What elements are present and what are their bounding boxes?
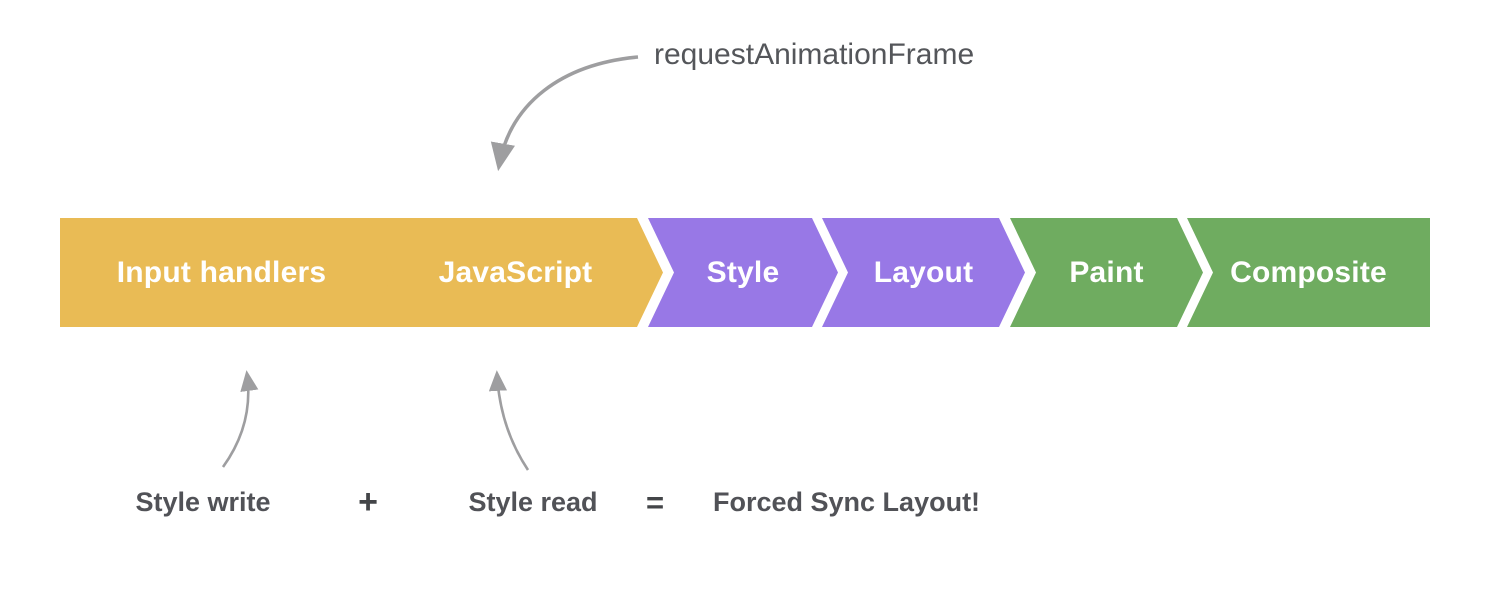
style-write-label: Style write (135, 487, 271, 517)
raf-curved-arrow-icon (490, 55, 639, 172)
segment-javascript: JavaScript (368, 218, 663, 327)
segment-label: Composite (1230, 255, 1387, 289)
style-write-arrow-icon (221, 370, 259, 468)
plus-sign: + (358, 483, 378, 521)
segment-label: JavaScript (438, 255, 593, 289)
segment-input-handlers: Input handlers (60, 218, 397, 327)
equals-sign: = (645, 485, 665, 520)
style-read-arrow-icon (488, 370, 530, 471)
segment-layout: Layout (822, 218, 1025, 327)
pipeline-bar: Input handlers JavaScript Style Layout P… (0, 218, 1496, 327)
segment-label: Paint (1069, 255, 1144, 289)
forced-sync-layout-label: Forced Sync Layout! (713, 487, 981, 517)
segment-label: Style (706, 255, 780, 289)
request-animation-frame-label: requestAnimationFrame (654, 38, 975, 71)
segment-label: Input handlers (116, 255, 327, 289)
style-read-label: Style read (468, 487, 598, 517)
segment-composite: Composite (1187, 218, 1430, 327)
segment-style: Style (648, 218, 838, 327)
segment-paint: Paint (1010, 218, 1203, 327)
segment-label: Layout (873, 255, 974, 289)
